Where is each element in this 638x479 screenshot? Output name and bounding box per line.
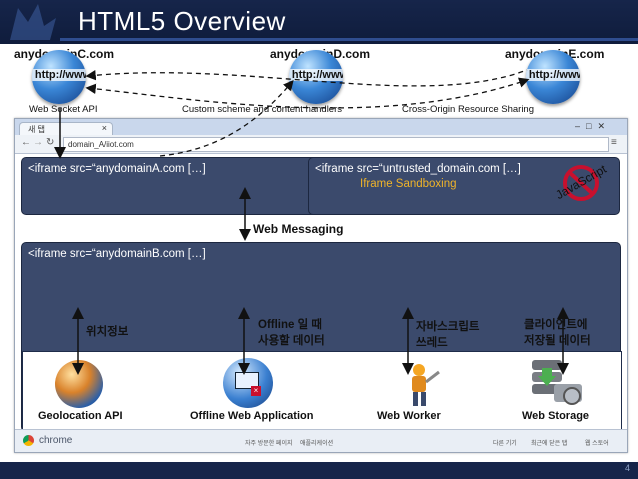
no-javascript-icon: JavaScript xyxy=(553,162,609,207)
header-bar xyxy=(0,0,638,44)
web-storage-label: Web Storage xyxy=(522,410,590,422)
back-icon[interactable]: ← xyxy=(21,137,31,148)
status-most-visited[interactable]: 자주 방문한 페이지 xyxy=(245,441,293,447)
cors-label: Cross-Origin Resource Sharing xyxy=(402,104,534,115)
custom-scheme-arrow xyxy=(159,80,294,157)
tab-bar: 새 탭 × ‒□✕ xyxy=(15,119,627,136)
cors-arrow-1 xyxy=(85,77,530,109)
browser-window: 새 탭 × ‒□✕ ← → ↻ domain_A/iiot.com ≡ <ifr… xyxy=(14,118,628,453)
offline-label: Offline Web Application xyxy=(190,410,314,422)
forward-icon[interactable]: → xyxy=(33,137,43,148)
sandbox-label: Iframe Sandboxing xyxy=(360,178,457,190)
storage-note-line-1: 클라이언트에 xyxy=(524,319,588,331)
worker-note-line-2: 쓰레드 xyxy=(416,337,448,349)
globe-e-icon: http://www xyxy=(526,50,580,104)
fox-logo-icon xyxy=(10,4,56,40)
web-worker-label: Web Worker xyxy=(377,410,441,422)
status-apps[interactable]: 애플리케이션 xyxy=(300,441,334,447)
browser-tab[interactable]: 새 탭 × xyxy=(19,122,113,136)
tab-close-icon[interactable]: × xyxy=(101,123,107,133)
offline-note-line-1: Offline 일 때 xyxy=(258,319,322,331)
globe-e-url: http://www xyxy=(526,69,580,81)
iframe-a-box: <iframe src=“anydomainA.com […] xyxy=(21,157,327,215)
worker-note-line-1: 자바스크립트 xyxy=(416,321,480,333)
geolocation-label: Geolocation API xyxy=(38,410,123,422)
geolocation-note: 위치정보 xyxy=(86,326,129,338)
cors-arrow-2 xyxy=(85,69,528,87)
web-storage-icon xyxy=(528,358,590,406)
status-other-devices[interactable]: 다른 기기 xyxy=(493,441,517,447)
window-controls[interactable]: ‒□✕ xyxy=(575,121,611,131)
tab-label: 새 탭 xyxy=(28,125,45,134)
offline-note-line-2: 사용할 데이터 xyxy=(258,335,325,347)
iframe-untrusted-box: <iframe src=“untrusted_domain.com […] If… xyxy=(308,157,620,215)
iframe-a-label: <iframe src=“anydomainA.com […] xyxy=(28,163,206,175)
offline-note: Offline 일 때 사용할 데이터 xyxy=(258,317,325,349)
chrome-label: chrome xyxy=(39,435,73,446)
globe-c-icon: http://www xyxy=(32,50,86,104)
worker-note: 자바스크립트 쓰레드 xyxy=(416,319,479,351)
globe-c-url: http://www xyxy=(32,69,86,81)
custom-scheme-label: Custom scheme and content handlers xyxy=(182,104,343,115)
web-messaging-label: Web Messaging xyxy=(253,222,344,236)
web-worker-icon xyxy=(401,362,441,408)
reload-icon[interactable]: ↻ xyxy=(46,137,55,148)
header-accent-line xyxy=(60,38,638,41)
footer-bar xyxy=(0,462,638,479)
iframe-b-label: <iframe src=“anydomainB.com […] xyxy=(28,248,206,260)
menu-icon[interactable]: ≡ xyxy=(611,137,617,148)
websocket-api-label: Web Socket API xyxy=(29,104,98,115)
status-web-store[interactable]: 웹 스토어 xyxy=(585,441,609,447)
browser-status-bar: chrome 자주 방문한 페이지 애플리케이션 다른 기기 최근에 닫은 탭 … xyxy=(15,429,627,452)
status-recently-closed[interactable]: 최근에 닫은 탭 xyxy=(531,441,568,447)
iframe-untrusted-label: <iframe src=“untrusted_domain.com […] xyxy=(315,163,521,175)
chrome-logo-icon xyxy=(23,435,34,446)
page-title: HTML5 Overview xyxy=(78,6,286,36)
features-section: × Geolocation API Offline Web xyxy=(22,351,622,431)
page-number: 4 xyxy=(624,463,630,473)
